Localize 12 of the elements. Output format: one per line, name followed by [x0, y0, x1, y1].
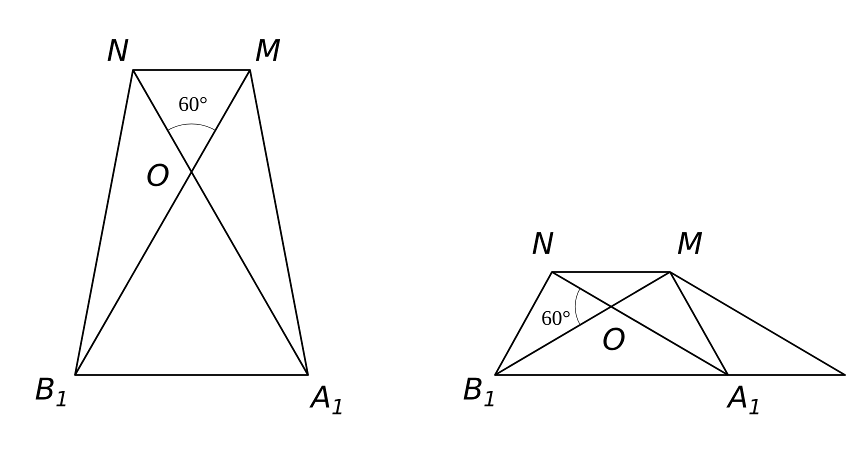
point-label: M [256, 39, 280, 61]
point-label: A$_{1}$ [309, 386, 342, 414]
point-label: O [603, 328, 625, 350]
point-label: N [108, 39, 128, 61]
point-label: B$_{1}$ [464, 378, 494, 406]
point-label: N [532, 232, 554, 254]
angle-label: 60° [542, 310, 570, 326]
point-label: O [147, 164, 169, 186]
point-label: M [678, 232, 702, 254]
point-label: B$_{1}$ [36, 378, 66, 406]
point-label: A$_{1}$ [726, 386, 758, 414]
angle-label: 60° [179, 96, 207, 112]
